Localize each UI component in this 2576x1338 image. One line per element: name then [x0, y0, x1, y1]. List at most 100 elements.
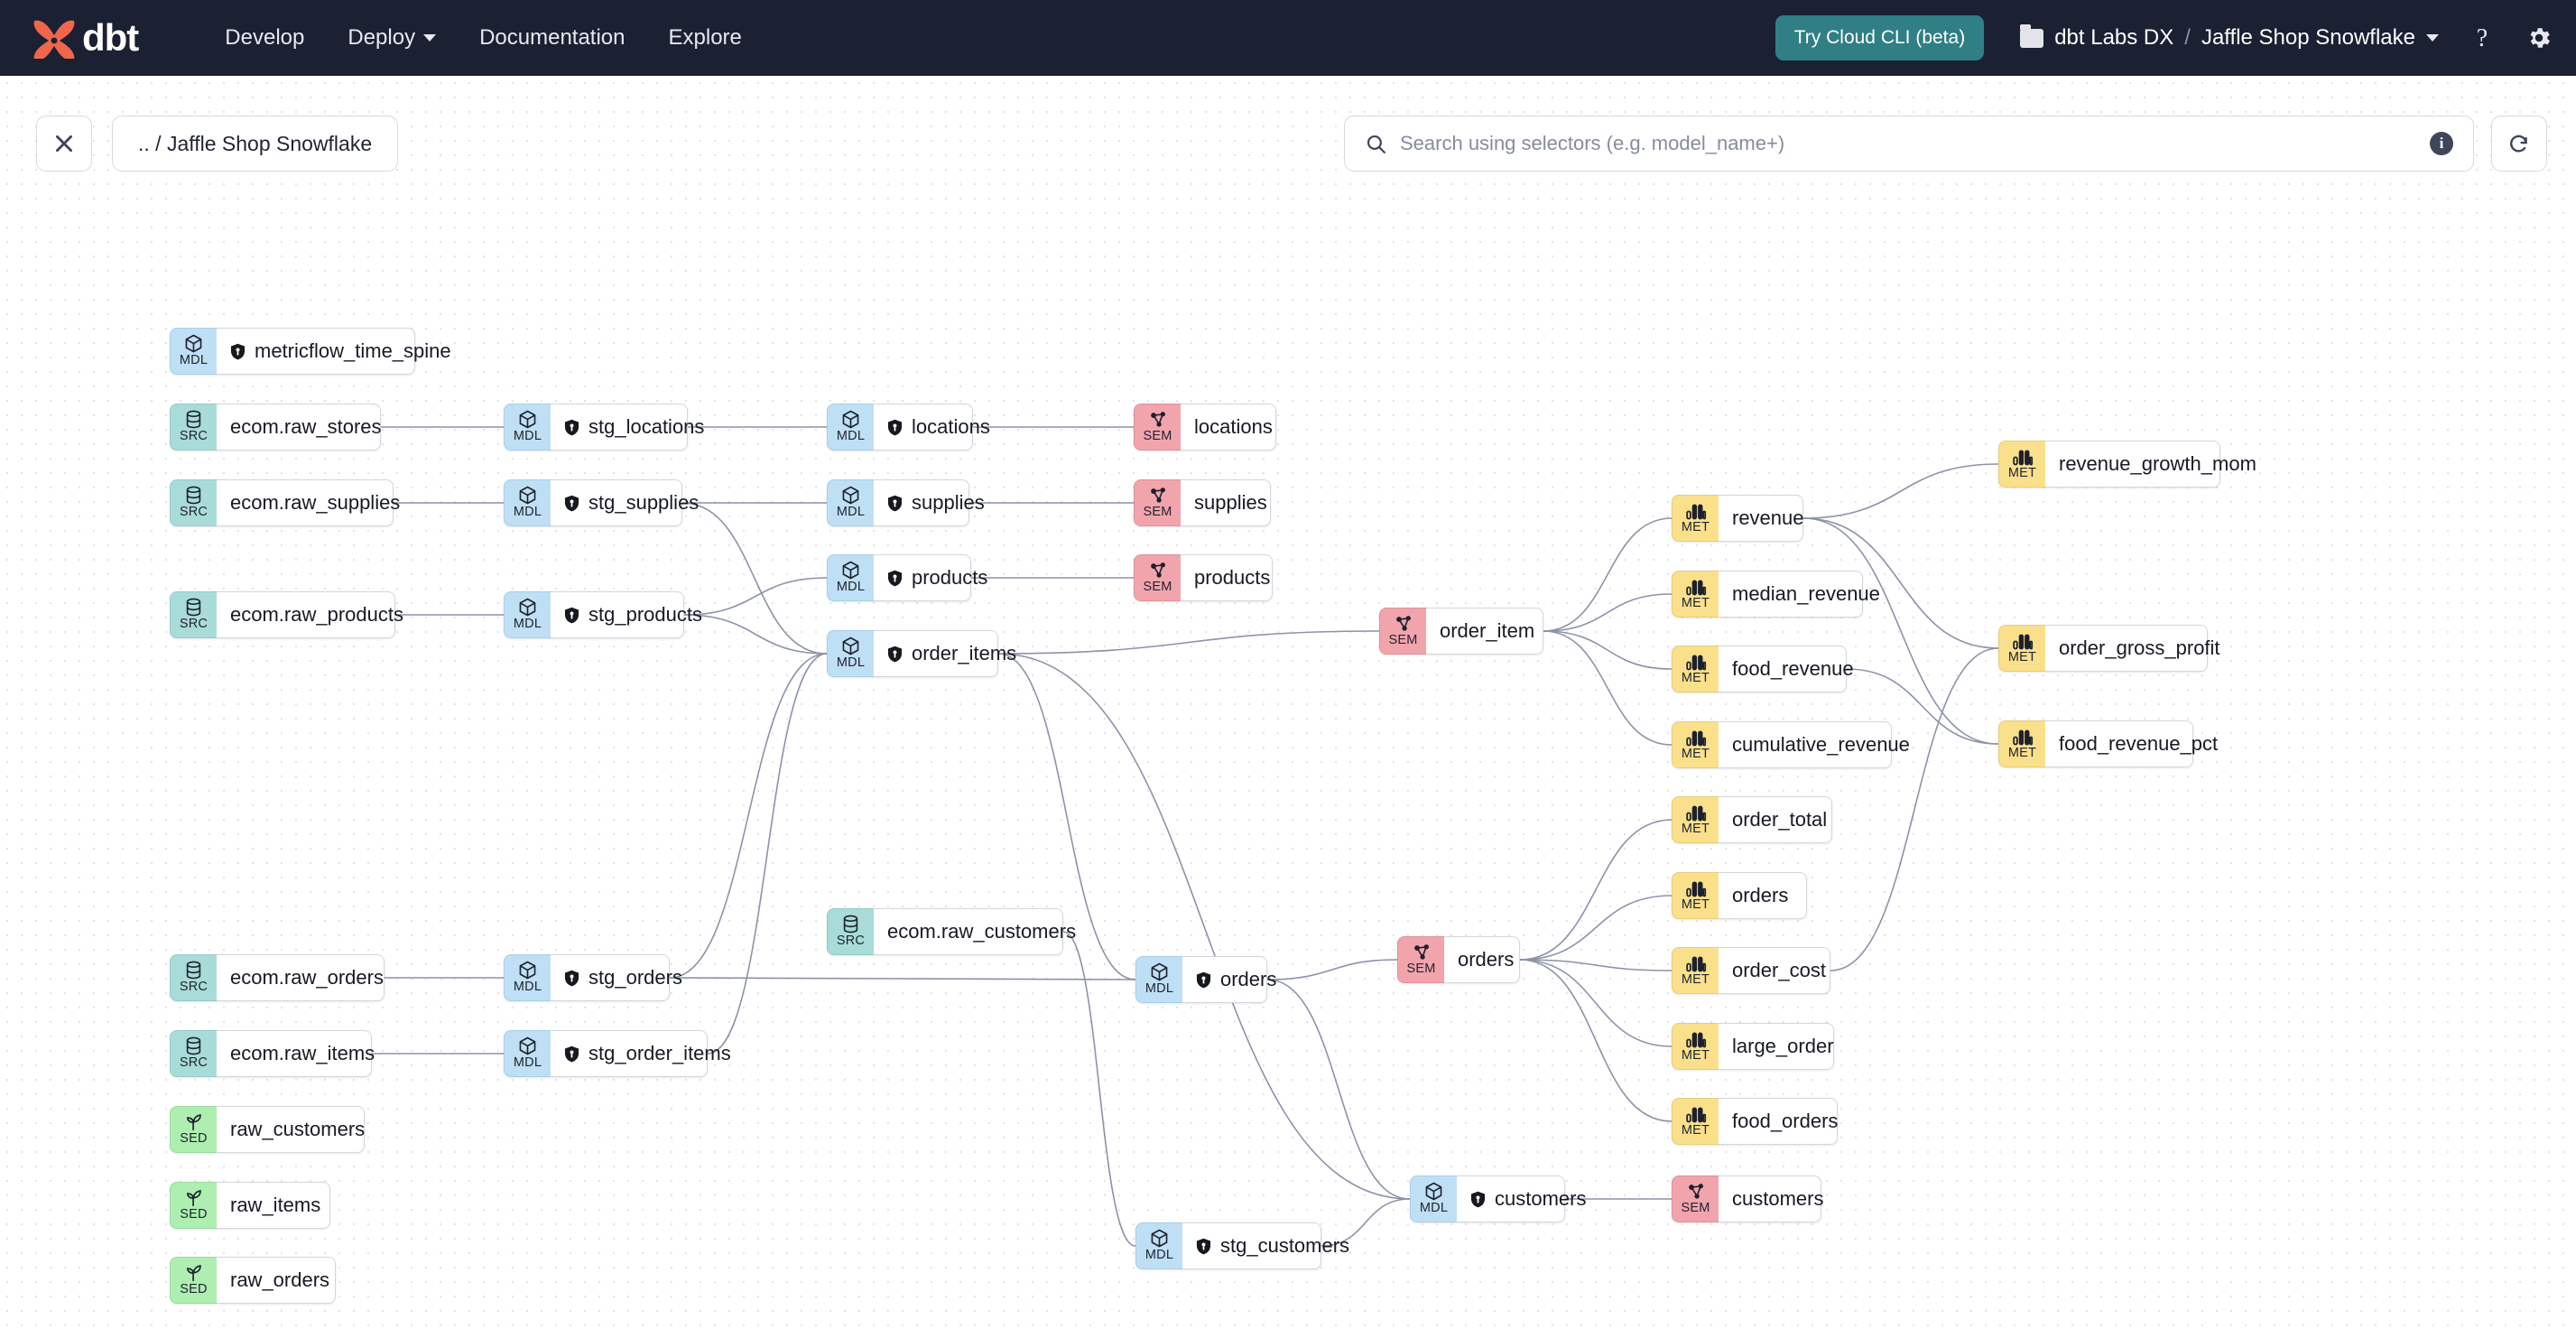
node-label: products [912, 566, 988, 589]
graph-node-mdl_customers[interactable]: MDL customers [1410, 1175, 1586, 1222]
shield-icon [564, 970, 579, 987]
node-body: ecom.raw_stores [217, 404, 382, 451]
search-input[interactable] [1400, 132, 2430, 155]
bar-chart-icon [1685, 879, 1707, 898]
shield-icon [564, 1045, 579, 1062]
graph-node-stg_products[interactable]: MDL stg_products [504, 591, 702, 638]
graph-node-stg_order_items[interactable]: MDL stg_order_items [504, 1030, 731, 1077]
graph-node-met_orders[interactable]: MET orders [1672, 872, 1807, 919]
node-type-code: MET [1681, 897, 1710, 912]
lineage-edge [1543, 630, 1673, 746]
nav-link-deploy[interactable]: Deploy [326, 25, 458, 51]
node-type-badge-met: MET [1672, 947, 1719, 994]
graph-node-met_large_order[interactable]: MET large_order [1672, 1023, 1834, 1070]
graph-node-met_order_gross_profit[interactable]: MET order_gross_profit [1998, 625, 2220, 672]
graph-node-metricflow_time_spine[interactable]: MDL metricflow_time_spine [170, 328, 451, 375]
graph-node-mdl_locations[interactable]: MDL locations [827, 404, 990, 451]
node-body: locations [1181, 404, 1276, 451]
graph-node-ecom_raw_items[interactable]: SRC ecom.raw_items [170, 1030, 375, 1077]
lineage-graph-canvas[interactable]: MDL metricflow_time_spine SRC ecom. [0, 76, 2576, 1338]
nav-link-documentation[interactable]: Documentation [458, 25, 646, 51]
lineage-edge [669, 653, 828, 979]
bar-chart-icon [1685, 804, 1707, 822]
node-label: food_orders [1732, 1110, 1839, 1132]
lineage-edge [1266, 959, 1398, 980]
node-type-badge-mdl: MDL [504, 591, 551, 638]
try-cloud-cli-button[interactable]: Try Cloud CLI (beta) [1774, 15, 1985, 60]
graph-node-sem_customers[interactable]: SEM customers [1672, 1175, 1823, 1222]
node-body: order_item [1426, 608, 1543, 655]
graph-node-raw_customers[interactable]: SED raw_customers [170, 1106, 365, 1153]
node-body: ecom.raw_supplies [217, 479, 400, 526]
node-body: median_revenue [1719, 571, 1880, 618]
graph-node-mdl_supplies[interactable]: MDL supplies [827, 479, 985, 526]
graph-node-ecom_raw_stores[interactable]: SRC ecom.raw_stores [170, 404, 382, 451]
graph-node-stg_orders[interactable]: MDL stg_orders [504, 954, 682, 1001]
breadcrumb-project-chip[interactable]: .. / Jaffle Shop Snowflake [112, 116, 399, 172]
graph-node-sem_supplies[interactable]: SEM supplies [1134, 479, 1271, 526]
dbt-logo[interactable]: dbt [31, 16, 139, 60]
graph-node-raw_items[interactable]: SED raw_items [170, 1182, 330, 1229]
graph-node-ecom_raw_products[interactable]: SRC ecom.raw_products [170, 591, 403, 638]
database-icon [840, 915, 861, 934]
graph-node-stg_customers[interactable]: MDL stg_customers [1135, 1222, 1349, 1269]
graph-node-ecom_raw_orders[interactable]: SRC ecom.raw_orders [170, 954, 385, 1001]
graph-node-raw_orders[interactable]: SED raw_orders [170, 1257, 336, 1304]
node-body: supplies [874, 479, 985, 526]
node-type-badge-sed: SED [170, 1182, 217, 1229]
nav-link-explore-label: Explore [668, 25, 742, 50]
bar-chart-icon [2012, 632, 2034, 651]
node-type-badge-mdl: MDL [504, 479, 551, 526]
graph-node-met_food_orders[interactable]: MET food_orders [1672, 1098, 1838, 1145]
node-type-badge-sem: SEM [1379, 608, 1426, 655]
graph-node-met_food_revenue[interactable]: MET food_revenue [1672, 646, 1854, 692]
graph-node-sem_products[interactable]: SEM products [1134, 554, 1273, 601]
node-body: order_cost [1719, 947, 1830, 994]
node-type-badge-met: MET [1672, 796, 1719, 843]
graph-node-mdl_products[interactable]: MDL products [827, 554, 987, 601]
node-type-badge-mdl: MDL [827, 404, 874, 451]
graph-node-met_order_total[interactable]: MET order_total [1672, 796, 1832, 843]
node-body: cumulative_revenue [1719, 721, 1910, 768]
nav-link-explore[interactable]: Explore [647, 25, 764, 51]
info-icon[interactable]: i [2430, 132, 2453, 155]
graph-node-sem_locations[interactable]: SEM locations [1134, 404, 1276, 451]
node-label: ecom.raw_items [230, 1042, 375, 1064]
node-type-code: MET [1681, 972, 1710, 987]
graph-node-sem_order_item[interactable]: SEM order_item [1379, 608, 1543, 655]
graph-node-ecom_raw_customers[interactable]: SRC ecom.raw_customers [827, 908, 1076, 955]
bar-chart-icon [1685, 1030, 1707, 1049]
node-label: supplies [1194, 491, 1267, 514]
graph-node-met_order_cost[interactable]: MET order_cost [1672, 947, 1830, 994]
graph-node-mdl_orders[interactable]: MDL orders [1135, 956, 1276, 1003]
node-type-code: SRC [836, 934, 866, 948]
refresh-button[interactable] [2491, 116, 2547, 172]
settings-gear-button[interactable] [2525, 24, 2553, 51]
graph-node-met_food_revenue_pct[interactable]: MET food_revenue_pct [1998, 720, 2218, 767]
graph-node-met_cumulative_revenue[interactable]: MET cumulative_revenue [1672, 721, 1910, 768]
account-project-breadcrumb[interactable]: dbt Labs DX / Jaffle Shop Snowflake [2020, 23, 2439, 51]
graph-node-stg_supplies[interactable]: MDL stg_supplies [504, 479, 699, 526]
graph-node-ecom_raw_supplies[interactable]: SRC ecom.raw_supplies [170, 479, 400, 526]
cube-icon [839, 561, 862, 581]
node-label: cumulative_revenue [1732, 733, 1910, 756]
graph-node-met_revenue_growth_mom[interactable]: MET revenue_growth_mom [1998, 441, 2256, 488]
graph-node-met_median_revenue[interactable]: MET median_revenue [1672, 571, 1880, 618]
graph-node-sem_orders[interactable]: SEM orders [1397, 936, 1520, 983]
graph-node-mdl_order_items[interactable]: MDL order_items [827, 630, 1016, 677]
shield-icon [887, 646, 903, 662]
nav-link-develop[interactable]: Develop [203, 25, 326, 51]
node-label: supplies [912, 491, 985, 514]
lineage-edge [1543, 630, 1673, 670]
primary-nav-links: Develop Deploy Documentation Explore [203, 25, 764, 51]
help-button[interactable]: ? [2469, 24, 2495, 51]
node-label: order_item [1440, 619, 1535, 642]
node-body: ecom.raw_customers [874, 908, 1076, 955]
database-icon [183, 486, 204, 506]
node-type-badge-sem: SEM [1397, 936, 1444, 983]
cube-icon [839, 486, 862, 506]
selector-search-bar[interactable]: i [1344, 116, 2474, 172]
close-button[interactable] [36, 116, 92, 172]
graph-node-met_revenue[interactable]: MET revenue [1672, 495, 1804, 542]
graph-node-stg_locations[interactable]: MDL stg_locations [504, 404, 704, 451]
